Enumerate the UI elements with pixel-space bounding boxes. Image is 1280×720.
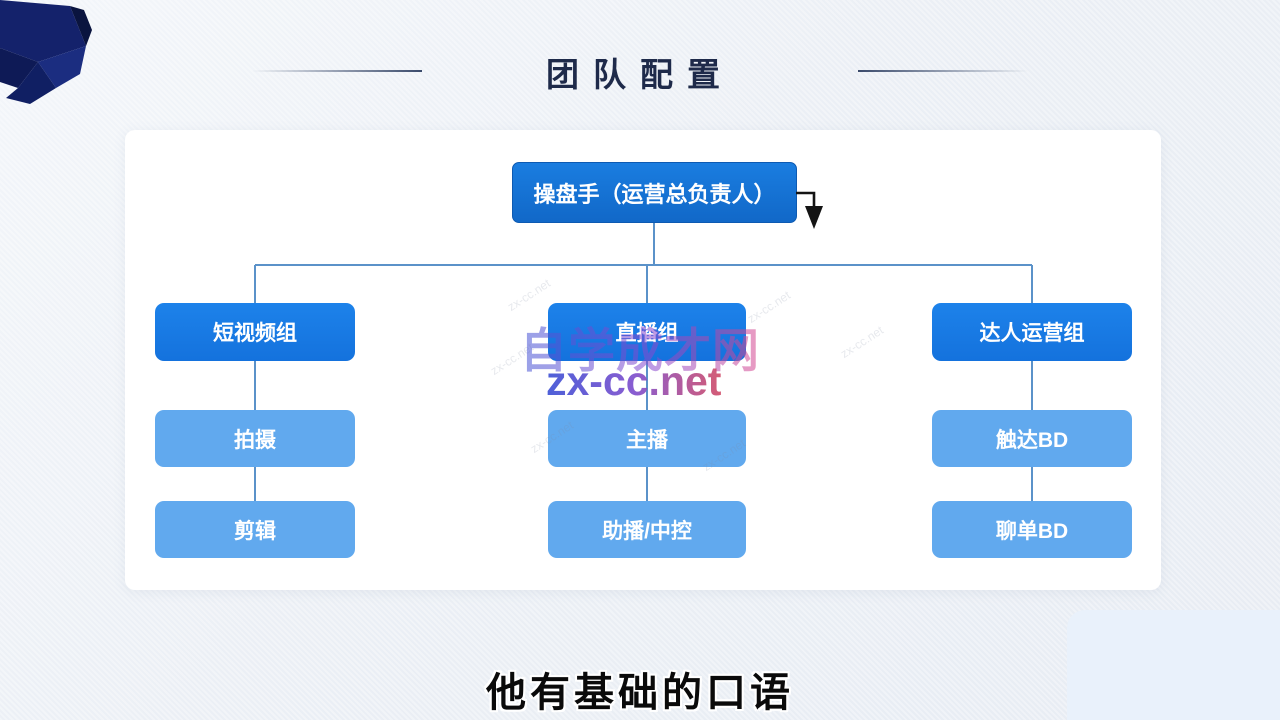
org-box-shooting: 拍摄	[155, 410, 355, 467]
corner-panel-decoration	[1067, 610, 1280, 720]
org-box-host: 主播	[548, 410, 746, 467]
org-box-group-live: 直播组	[548, 303, 746, 361]
watermark-site: zx-cc.net	[546, 358, 722, 404]
org-box-chat-bd: 聊单BD	[932, 501, 1132, 558]
down-arrow-annotation	[796, 191, 823, 229]
org-box-group-talent-ops: 达人运营组	[932, 303, 1132, 361]
org-box-group-short-video: 短视频组	[155, 303, 355, 361]
page-title: 团队配置	[546, 58, 734, 94]
org-box-cohost: 助播/中控	[548, 501, 746, 558]
watermark-brand: 自学成才网	[520, 312, 760, 381]
org-box-editing: 剪辑	[155, 501, 355, 558]
title-right-line	[858, 70, 1028, 72]
org-box-root: 操盘手（运营总负责人）	[512, 162, 797, 223]
video-subtitle: 他有基础的口语	[486, 670, 794, 715]
title-left-line	[252, 70, 422, 72]
ribbon-decoration	[0, 0, 92, 104]
org-box-reach-bd: 触达BD	[932, 410, 1132, 467]
